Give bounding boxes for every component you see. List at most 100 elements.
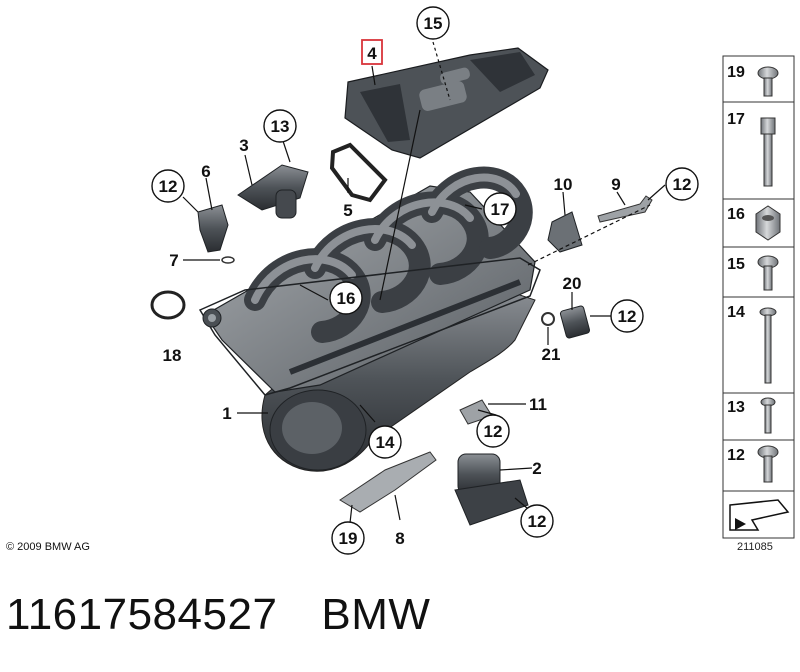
callout-c12a: 12 — [151, 169, 185, 203]
callout-c8: 8 — [395, 529, 404, 548]
nut-16-icon — [755, 205, 781, 241]
direction-arrow-icon — [729, 499, 790, 531]
fastener-label-15: 15 — [727, 256, 745, 273]
callout-label: 5 — [343, 201, 352, 220]
callout-label: 20 — [563, 274, 582, 293]
callout-c4: 4 — [361, 39, 383, 65]
callout-c9: 9 — [611, 175, 620, 194]
callout-label: 8 — [395, 529, 404, 548]
throttle-part-2 — [454, 453, 529, 526]
bolt-14-icon — [759, 307, 777, 384]
callout-label: 15 — [424, 14, 443, 33]
callout-circle — [329, 281, 363, 315]
callout-label: 21 — [542, 345, 561, 364]
callout-label: 14 — [376, 433, 395, 452]
intake-manifold-part — [198, 166, 541, 472]
bracket-part-9 — [597, 195, 653, 223]
callout-label: 2 — [532, 459, 541, 478]
fastener-panel — [722, 55, 795, 539]
callout-circle — [331, 521, 365, 555]
callout-circle — [520, 504, 554, 538]
callout-c12d: 12 — [476, 414, 510, 448]
bracket-part-8 — [339, 451, 437, 513]
gasket-part-5 — [329, 142, 388, 203]
callout-label: 12 — [484, 422, 503, 441]
callout-circle — [665, 167, 699, 201]
callout-c10: 10 — [554, 175, 573, 194]
callout-c5: 5 — [343, 201, 352, 220]
callout-label: 16 — [337, 289, 356, 308]
callout-highlight-box — [361, 39, 383, 65]
callout-c15: 15 — [416, 6, 450, 40]
screw-12-icon — [757, 445, 779, 483]
callout-label: 13 — [271, 117, 290, 136]
callout-circle — [483, 192, 517, 226]
fastener-label-13: 13 — [727, 399, 745, 416]
callout-c13: 13 — [263, 109, 297, 143]
callout-c12b: 12 — [665, 167, 699, 201]
callout-c12c: 12 — [610, 299, 644, 333]
callout-label: 12 — [618, 307, 637, 326]
callout-circle — [610, 299, 644, 333]
callout-label: 3 — [239, 136, 248, 155]
leader-lines — [182, 41, 666, 524]
callout-c6: 6 — [201, 162, 210, 181]
screw-13-icon — [760, 397, 776, 434]
bracket-part-10 — [547, 211, 583, 253]
callout-circle — [263, 109, 297, 143]
brand-name: BMW — [321, 590, 431, 639]
callout-label: 12 — [673, 175, 692, 194]
callout-c18: 18 — [163, 346, 182, 365]
callout-label: 11 — [529, 395, 547, 414]
o-ring-part-18 — [150, 290, 186, 320]
fastener-label-14: 14 — [727, 304, 745, 321]
fastener-label-19: 19 — [727, 64, 745, 81]
callout-label: 4 — [367, 44, 377, 63]
callout-label: 10 — [554, 175, 573, 194]
copyright-text: © 2009 BMW AG — [6, 541, 90, 553]
callout-circle — [368, 425, 402, 459]
fastener-label-17: 17 — [727, 111, 745, 128]
screw-15-icon — [757, 255, 779, 291]
sensor-part-6 — [197, 204, 229, 253]
callout-label: 12 — [159, 177, 178, 196]
o-ring-part-21 — [541, 312, 555, 326]
fastener-label-16: 16 — [727, 206, 745, 223]
sensor-part-20 — [559, 305, 591, 339]
variable-intake-plate-part — [344, 47, 549, 159]
callout-c2: 2 — [532, 459, 541, 478]
callout-c3: 3 — [239, 136, 248, 155]
callout-circle — [151, 169, 185, 203]
callout-label: 12 — [528, 512, 547, 531]
callout-label: 1 — [222, 404, 231, 423]
callout-c20: 20 — [563, 274, 582, 293]
callout-c11: 11 — [529, 395, 547, 414]
callout-label: 9 — [611, 175, 620, 194]
callout-c16: 16 — [329, 281, 363, 315]
footer-caption: 11617584527 BMW — [6, 590, 430, 640]
callout-c12e: 12 — [520, 504, 554, 538]
callout-c21: 21 — [542, 345, 561, 364]
callout-label: 18 — [163, 346, 182, 365]
callout-label: 19 — [339, 529, 358, 548]
callout-label: 17 — [491, 200, 510, 219]
callout-c19a: 19 — [331, 521, 365, 555]
fastener-labels: 19 17 16 15 14 13 12 — [727, 64, 745, 464]
callout-c7: 7 — [169, 251, 178, 270]
callout-circle — [476, 414, 510, 448]
bolt-17-icon — [760, 117, 776, 187]
callout-c17a: 17 — [483, 192, 517, 226]
o-ring-part-7 — [221, 256, 235, 264]
diagram-id-text: 211085 — [737, 541, 773, 553]
callout-label: 7 — [169, 251, 178, 270]
screw-19-icon — [757, 66, 779, 97]
callout-c1: 1 — [222, 404, 231, 423]
callout-label: 6 — [201, 162, 210, 181]
part-number: 11617584527 — [6, 590, 278, 639]
intake-actuator-part — [237, 164, 309, 219]
callout-circle — [416, 6, 450, 40]
fastener-label-12: 12 — [727, 447, 745, 464]
callout-c14: 14 — [368, 425, 402, 459]
